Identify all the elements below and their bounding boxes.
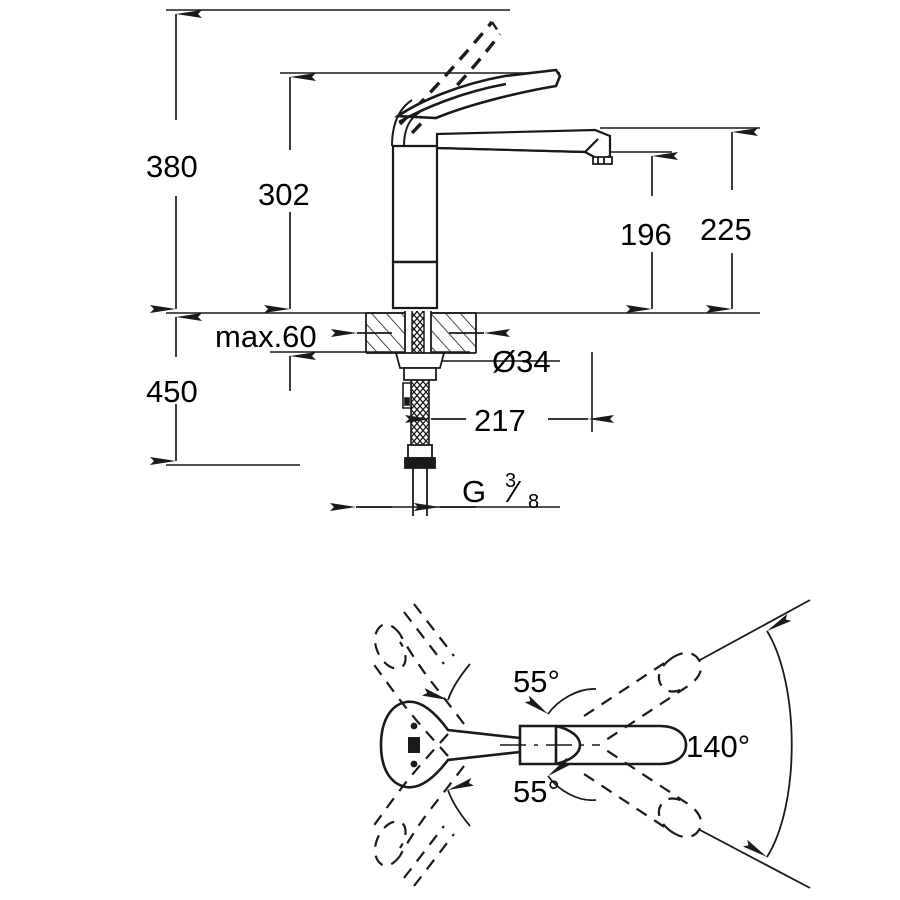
angle-55-leaders <box>422 663 597 827</box>
label-450: 450 <box>146 374 198 409</box>
faucet-body <box>391 144 439 310</box>
plan-spout-dashed-lower <box>583 745 703 839</box>
mounting-nut <box>394 352 446 381</box>
hose-coupling <box>404 444 436 469</box>
counter-deck-section <box>365 311 477 355</box>
label-380: 380 <box>146 149 198 184</box>
leader-55-top-right <box>524 688 597 715</box>
label-angle-55-bottom: 55° <box>513 774 560 809</box>
label-thread-numerator: 3 <box>505 470 516 492</box>
label-196: 196 <box>620 217 672 252</box>
plan-spout-solid <box>518 724 688 766</box>
leader-55-top-left <box>422 663 471 701</box>
handle-raised-dashed-tip <box>491 21 501 35</box>
label-217: 217 <box>474 403 526 438</box>
plan-view <box>371 599 811 889</box>
label-max60: max.60 <box>215 319 317 354</box>
leader-55-bottom-right <box>547 757 597 802</box>
plan-handle-solid <box>379 700 522 789</box>
label-dia34: Ø34 <box>492 344 551 379</box>
handle-lever <box>394 68 562 124</box>
label-225: 225 <box>700 212 752 247</box>
label-angle-140: 140° <box>686 729 750 764</box>
shank-tab <box>402 382 412 409</box>
hose <box>412 468 428 516</box>
plan-handle-dashed-upper <box>371 603 465 757</box>
dimension-lines-side <box>150 9 758 511</box>
angle-140-arc <box>699 599 811 889</box>
leader-55-bottom-left <box>447 777 474 827</box>
plan-spout-dashed-upper <box>583 651 703 745</box>
spout <box>435 128 612 162</box>
extension-lines-side <box>166 9 760 508</box>
label-thread-letter: G <box>462 474 486 509</box>
label-302: 302 <box>258 177 310 212</box>
dimension-labels: 380 302 196 225 450 max.60 Ø34 217 G 3 ⁄… <box>146 149 752 809</box>
below-deck-assembly <box>394 352 446 516</box>
faucet-side-elevation <box>391 20 613 310</box>
label-angle-55-top: 55° <box>513 664 560 699</box>
spout-aerator <box>592 156 613 165</box>
plan-handle-marks <box>408 722 420 768</box>
label-thread-denominator: 8 <box>528 491 539 513</box>
